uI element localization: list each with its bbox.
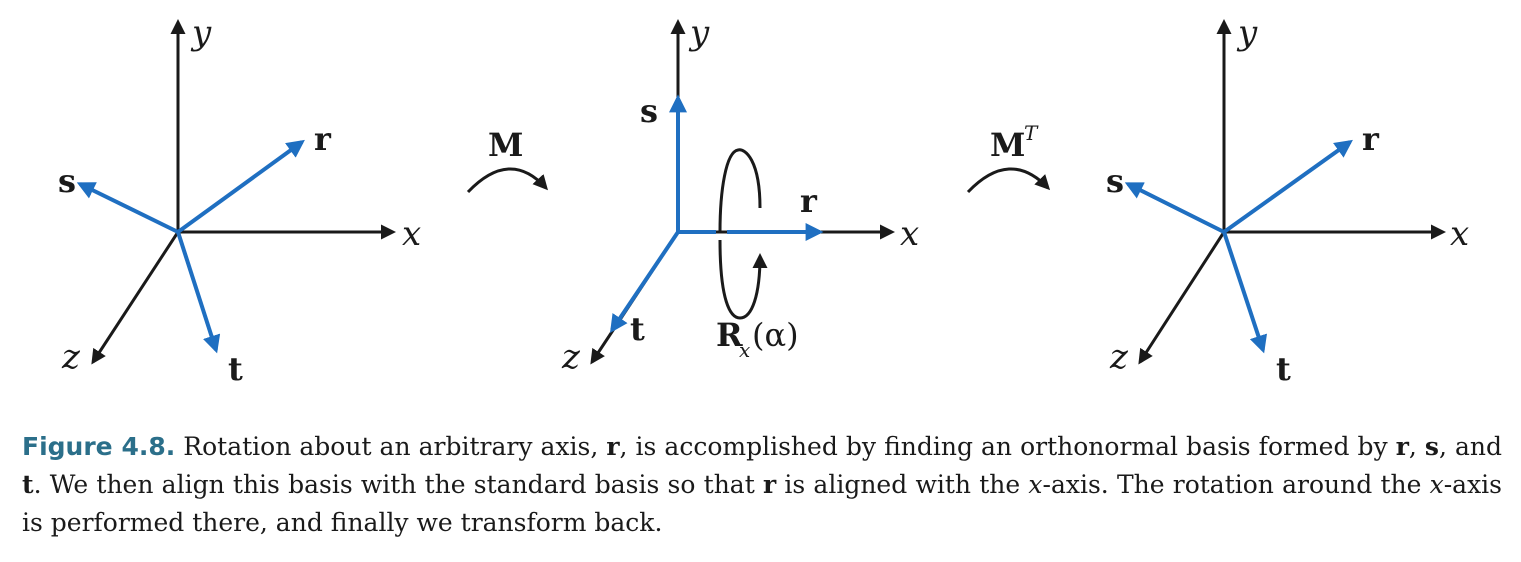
y-label: y: [190, 13, 212, 53]
mt-label-sup: T: [1024, 121, 1039, 145]
curved-arrow-icon: [466, 167, 549, 194]
rotation-diagram: y x z r s t M y x z s r t R x (α) M: [58, 13, 1469, 388]
figure-label: Figure 4.8.: [22, 432, 176, 461]
z-label: z: [1109, 337, 1129, 377]
z-axis: [1138, 231, 1226, 365]
t-label: t: [228, 350, 243, 388]
caption-text: -axis. The rotation around the: [1042, 470, 1430, 499]
t-label: t: [1276, 350, 1291, 388]
x-label: x: [900, 214, 919, 254]
figure-caption: Figure 4.8. Rotation about an arbitrary …: [22, 428, 1502, 542]
s-vector: [1124, 182, 1225, 234]
r-vector: [1222, 139, 1353, 234]
caption-text: . We then align this basis with the stan…: [33, 470, 763, 499]
r-vector: [176, 139, 305, 234]
r-label: r: [800, 182, 818, 220]
caption-text: -axis is performed there, and finally we…: [22, 470, 1502, 537]
r-label: r: [1362, 120, 1380, 158]
mt-label-base: M: [990, 126, 1025, 164]
z-label: z: [61, 337, 81, 377]
panel-original: y x z r s t: [58, 13, 421, 388]
caption-text: Rotation about an arbitrary axis,: [175, 432, 607, 461]
panel-restored: y x z r s t: [1106, 13, 1469, 388]
t-vector: [1222, 231, 1268, 354]
x-label: x: [1450, 214, 1469, 254]
caption-text: ,: [1408, 432, 1425, 461]
caption-text: , and: [1438, 432, 1502, 461]
rotation-label-sub: x: [739, 338, 750, 362]
caption-vector-r: r: [762, 470, 777, 499]
transform-m: M: [466, 126, 549, 194]
s-label: s: [640, 92, 658, 130]
caption-vector-s: s: [1424, 432, 1439, 461]
r-label: r: [314, 120, 332, 158]
x-label: x: [402, 214, 421, 254]
s-label: s: [1106, 162, 1124, 200]
caption-vector-t: t: [22, 470, 34, 499]
t-vector: [609, 230, 680, 333]
caption-text: , is accomplished by finding an orthonor…: [619, 432, 1396, 461]
rotation-label-arg: (α): [752, 316, 799, 354]
caption-vector-r: r: [1395, 432, 1409, 461]
rotation-label-base: R: [716, 316, 743, 354]
caption-axis-x: x: [1429, 470, 1444, 499]
y-label: y: [1236, 13, 1258, 53]
panel-aligned: y x z s r t R x (α): [561, 13, 919, 377]
t-label: t: [630, 310, 645, 348]
m-label: M: [488, 126, 523, 164]
curved-arrow-icon: [966, 167, 1051, 194]
rotation-label: R x (α): [716, 316, 799, 362]
s-label: s: [58, 162, 76, 200]
z-axis: [91, 231, 180, 365]
caption-text: is aligned with the: [776, 470, 1029, 499]
caption-axis-x: x: [1028, 470, 1043, 499]
z-label: z: [561, 337, 581, 377]
s-vector: [76, 182, 179, 234]
caption-vector-r: r: [606, 432, 620, 461]
y-label: y: [688, 13, 710, 53]
rotation-loop-back: [718, 148, 762, 233]
t-vector: [176, 231, 221, 354]
transform-mt: M T: [966, 121, 1051, 194]
rotation-loop-front: [718, 239, 768, 320]
